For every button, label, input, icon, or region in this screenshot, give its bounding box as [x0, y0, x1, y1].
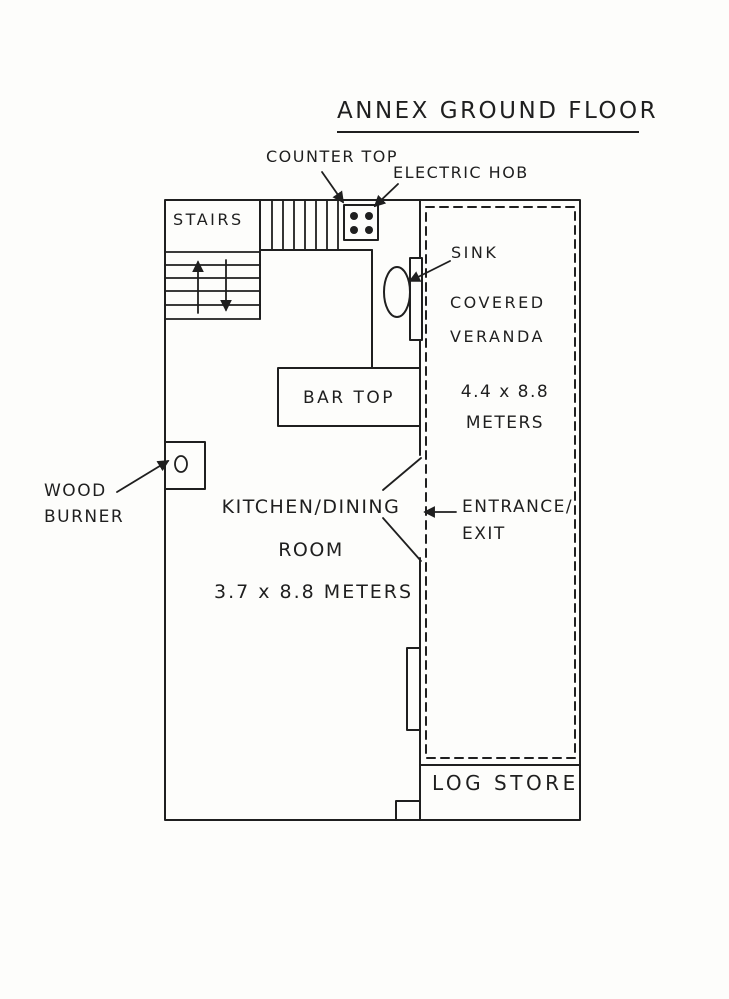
stairs-treads	[164, 199, 261, 320]
sink-leader	[408, 260, 451, 282]
stairs-label: STAIRS	[173, 210, 244, 229]
log-store-label: LOG STORE	[432, 771, 579, 795]
electric-hob-label: ELECTRIC HOB	[393, 163, 529, 182]
veranda-dimensions-label: 4.4 x 8.8 METERS	[460, 382, 550, 433]
entrance-exit-label: ENTRANCE/ EXIT	[462, 497, 574, 544]
wood-burner-label: WOOD BURNER	[44, 481, 125, 527]
sink-label: SINK	[451, 243, 499, 262]
sink-basin	[383, 266, 411, 318]
electric-hob	[343, 204, 379, 241]
entrance-opening-line-lower	[382, 517, 422, 562]
bar-top-outline	[277, 367, 421, 427]
counter-top-leader	[321, 171, 345, 204]
plan-title: ANNEX GROUND FLOOR	[337, 98, 656, 133]
window-upper	[409, 257, 423, 341]
kitchen-dining-room-label: KITCHEN/DINING ROOM	[221, 496, 401, 561]
wood-burner-box	[164, 441, 206, 490]
counter-top-label: COUNTER TOP	[266, 147, 399, 166]
counter-top-hatching	[259, 199, 373, 369]
covered-veranda-label: COVERED VERANDA	[450, 293, 546, 346]
entrance-opening-line-upper	[382, 457, 422, 491]
veranda-dashed-outline	[425, 206, 576, 759]
outer-walls	[164, 199, 581, 821]
bottom-step	[395, 800, 421, 821]
window-lower	[406, 647, 421, 731]
wood-burner-leader	[116, 460, 170, 493]
electric-hob-leader	[373, 183, 399, 208]
kitchen-dimensions-label: 3.7 x 8.8 METERS	[214, 581, 414, 603]
bar-top-label: BAR TOP	[302, 388, 396, 408]
